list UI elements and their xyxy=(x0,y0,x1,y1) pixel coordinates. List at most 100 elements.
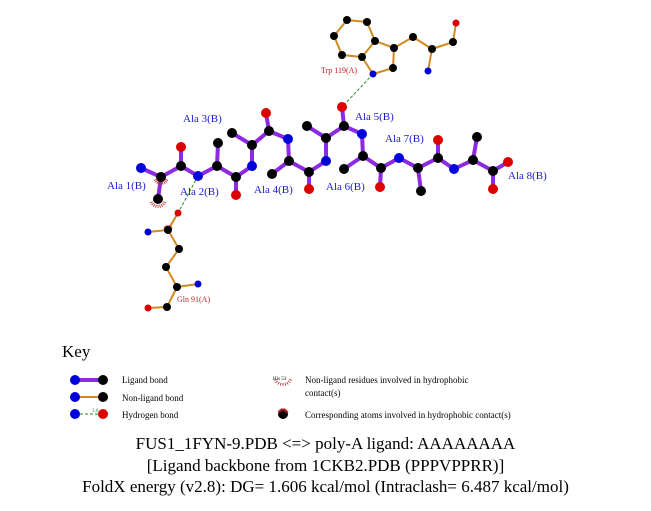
key-hydrogen-bond-label: Hydrogen bond xyxy=(122,410,179,420)
oxygen-atom xyxy=(176,142,186,152)
carbon-atom xyxy=(231,172,241,182)
carbon-atom xyxy=(358,53,366,61)
residue-label-ala7: Ala 7(B) xyxy=(385,133,424,145)
key-hydrophobic-atom-mark xyxy=(284,408,287,412)
hydrophobic-contact-mark xyxy=(159,204,161,208)
hydrophobic-contact-mark xyxy=(165,178,169,181)
carbon-atom xyxy=(213,138,223,148)
carbon-atom xyxy=(358,151,368,161)
hydrophobic-contact-mark xyxy=(160,203,164,207)
key-hydrophobic-residue-mark xyxy=(289,378,293,381)
carbon-atom xyxy=(488,166,498,176)
key-nitrogen-atom xyxy=(70,375,80,385)
key-ligand-bond-label: Ligand bond xyxy=(122,375,168,385)
nitrogen-atom xyxy=(369,70,377,78)
carbon-atom xyxy=(371,37,379,45)
carbon-atom xyxy=(153,194,163,204)
key-hydrophobic-residue-mark xyxy=(287,380,291,384)
title-line-2: [Ligand backbone from 1CKB2.PDB (PPPVPPR… xyxy=(146,456,505,475)
carbon-atom xyxy=(173,283,181,291)
key-hydrophobic-residues-label: Non-ligand residues involved in hydropho… xyxy=(305,375,469,385)
carbon-atom xyxy=(284,156,294,166)
oxygen-atom xyxy=(488,184,498,194)
key-hydrophobic-atom-mark xyxy=(279,408,282,412)
key-carbon-atom xyxy=(98,392,108,402)
key-hydrophobic-atom-mark xyxy=(283,408,286,412)
carbon-atom xyxy=(321,133,331,143)
residue-label-gln91: Gln 91(A) xyxy=(177,295,211,304)
key-hbond-distance: 3.0 xyxy=(92,409,99,414)
carbon-atom xyxy=(338,51,346,59)
carbon-atom xyxy=(428,45,436,53)
nitrogen-atom xyxy=(193,171,203,181)
key-hydrophobic-residue-mark xyxy=(277,381,280,385)
nitrogen-atom xyxy=(449,164,459,174)
carbon-atom xyxy=(212,161,222,171)
residue-label-trp119: Trp 119(A) xyxy=(321,66,358,75)
oxygen-atom xyxy=(174,209,182,217)
carbon-atom xyxy=(390,44,398,52)
hydrophobic-contact-mark xyxy=(163,201,167,204)
residue-label-ala3: Ala 3(B) xyxy=(183,113,222,125)
hydrophobic-contact-mark xyxy=(162,202,165,206)
key-title: Key xyxy=(62,342,91,361)
oxygen-atom xyxy=(304,184,314,194)
nitrogen-atom xyxy=(357,129,367,139)
carbon-atom xyxy=(472,132,482,142)
carbon-atom xyxy=(339,164,349,174)
key-hydrophobic-sample-residue: His 53 xyxy=(273,377,287,382)
carbon-atom xyxy=(163,303,171,311)
hydrophobic-contact-mark xyxy=(154,180,158,183)
oxygen-atom xyxy=(503,157,513,167)
oxygen-atom xyxy=(231,190,241,200)
key-hydrophobic-residue-mark xyxy=(275,380,279,384)
key-hydrophobic-atom-mark xyxy=(280,408,283,412)
carbon-atom xyxy=(156,172,166,182)
nitrogen-atom xyxy=(321,156,331,166)
carbon-atom xyxy=(468,155,478,165)
hydrogen-bond xyxy=(177,175,199,214)
residue-label-ala2: Ala 2(B) xyxy=(180,186,219,198)
title-line-3: FoldX energy (v2.8): DG= 1.606 kcal/mol … xyxy=(82,477,569,496)
oxygen-atom xyxy=(261,108,271,118)
nitrogen-atom xyxy=(394,153,404,163)
oxygen-atom xyxy=(144,304,152,312)
residue-label-ala6: Ala 6(B) xyxy=(326,181,365,193)
nitrogen-atom xyxy=(247,161,257,171)
carbon-atom xyxy=(433,153,443,163)
carbon-atom xyxy=(409,33,417,41)
carbon-atom xyxy=(449,38,457,46)
key-hydrophobic-residue-mark xyxy=(286,381,289,385)
carbon-atom xyxy=(247,140,257,150)
key-hydrophobic-atom-mark xyxy=(277,410,281,413)
hydrophobic-contact-mark xyxy=(161,181,164,185)
nitrogen-atom xyxy=(424,67,432,75)
carbon-atom xyxy=(389,64,397,72)
carbon-atom xyxy=(176,161,186,171)
carbon-atom xyxy=(376,163,386,173)
key-hydrophobic-residue-mark xyxy=(284,382,287,386)
residue-label-ala4: Ala 4(B) xyxy=(254,184,293,196)
residue-label-ala8: Ala 8(B) xyxy=(508,170,547,182)
carbon-atom xyxy=(413,163,423,173)
key-nitrogen-atom xyxy=(70,409,80,419)
nitrogen-atom xyxy=(136,163,146,173)
key-hydrophobic-atom-mark xyxy=(278,409,282,413)
carbon-atom xyxy=(175,245,183,253)
hydrophobic-contact-mark xyxy=(152,203,156,207)
key-hydrophobic-atom-mark xyxy=(284,409,288,413)
hydrophobic-contact-mark xyxy=(155,204,157,208)
key-carbon-atom xyxy=(98,375,108,385)
hydrophobic-contact-mark xyxy=(149,201,153,204)
title-line-1: FUS1_1FYN-9.PDB <=> poly-A ligand: AAAAA… xyxy=(135,434,516,453)
hydrophobic-contact-mark xyxy=(151,202,154,206)
hydrophobic-contact-mark xyxy=(163,181,166,185)
carbon-atom xyxy=(164,226,172,234)
nitrogen-atom xyxy=(283,134,293,144)
carbon-atom xyxy=(162,263,170,271)
nitrogen-atom xyxy=(144,228,152,236)
residue-label-ala1: Ala 1(B) xyxy=(107,180,146,192)
carbon-atom xyxy=(264,126,274,136)
hydrogen-bond xyxy=(341,73,374,108)
